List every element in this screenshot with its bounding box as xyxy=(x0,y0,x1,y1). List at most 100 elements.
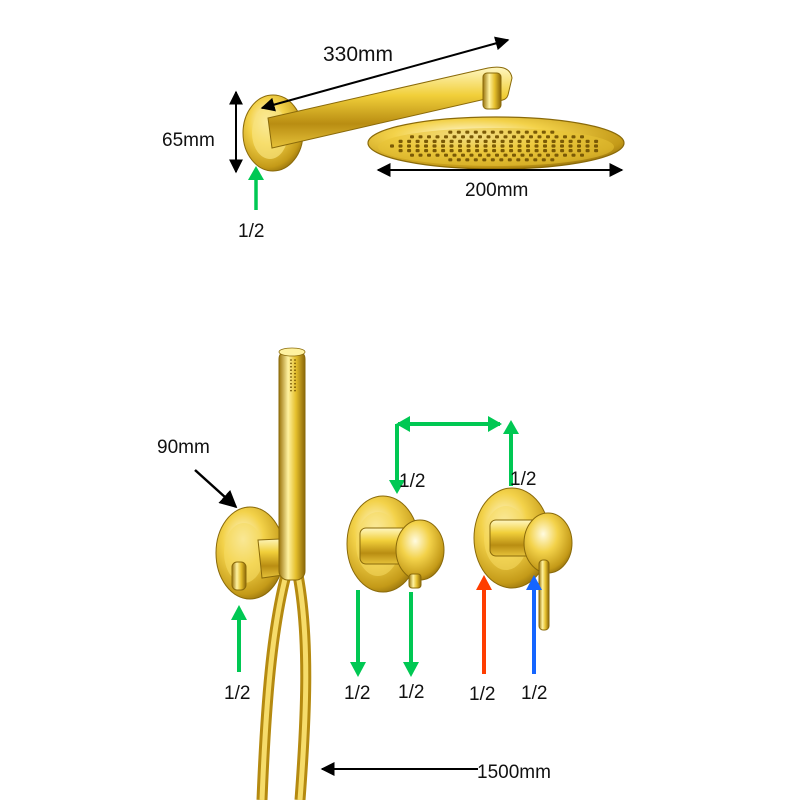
nozzle xyxy=(452,135,457,139)
nozzle xyxy=(543,139,548,143)
outlet-diameter-pointer xyxy=(194,469,238,509)
nozzle xyxy=(507,158,512,162)
nozzle xyxy=(551,149,556,153)
nozzle xyxy=(432,139,437,143)
nozzle xyxy=(534,139,539,143)
spray-hole xyxy=(294,389,296,392)
nozzle xyxy=(448,130,453,134)
mixer-valve xyxy=(473,487,573,631)
nozzle xyxy=(571,135,576,139)
nozzle xyxy=(500,149,505,153)
flange-height-label: 65mm xyxy=(162,130,215,151)
nozzle xyxy=(571,153,576,157)
outlet-diameter-label: 90mm xyxy=(157,437,210,458)
nozzle xyxy=(512,153,516,157)
nozzle xyxy=(449,139,454,143)
nozzle xyxy=(524,158,529,162)
nozzle xyxy=(550,130,555,134)
nozzle xyxy=(427,153,431,157)
shower-hose xyxy=(256,573,312,800)
nozzle xyxy=(568,149,573,153)
nozzle xyxy=(469,135,474,139)
nozzle xyxy=(516,158,521,162)
nozzle xyxy=(541,158,546,162)
nozzle xyxy=(415,144,420,148)
nozzle xyxy=(507,130,512,134)
handshower-inlet-arrow xyxy=(231,605,247,672)
nozzle xyxy=(594,144,598,148)
nozzle xyxy=(577,144,581,148)
nozzle xyxy=(585,139,590,143)
spray-hole xyxy=(290,386,292,389)
spray-hole xyxy=(290,365,292,368)
spray-hole xyxy=(290,379,292,382)
nozzle xyxy=(520,135,525,139)
nozzle xyxy=(407,144,411,148)
nozzle xyxy=(415,139,420,143)
nozzle xyxy=(486,135,491,139)
nozzle xyxy=(568,139,573,143)
nozzle xyxy=(550,158,555,162)
nozzle xyxy=(534,149,539,153)
nozzle xyxy=(529,153,533,157)
nozzle xyxy=(473,130,478,134)
spray-hole xyxy=(290,369,292,372)
spray-hole xyxy=(294,372,296,375)
arm-length-dimension xyxy=(260,36,510,112)
nozzle xyxy=(580,135,584,139)
nozzle xyxy=(432,144,437,148)
nozzle xyxy=(526,149,531,153)
nozzle xyxy=(509,139,514,143)
spray-hole xyxy=(290,376,292,378)
nozzle xyxy=(424,144,428,148)
nozzle xyxy=(475,144,479,148)
nozzle xyxy=(580,153,584,157)
nozzle xyxy=(449,144,454,148)
nozzle xyxy=(449,149,454,153)
spray-hole xyxy=(294,386,296,389)
hot-inlet-arrow xyxy=(476,575,492,674)
top-inlet-label: 1/2 xyxy=(238,221,265,242)
cold-inlet-arrow xyxy=(526,575,542,674)
spray-hole xyxy=(294,379,296,382)
nozzle xyxy=(466,149,471,153)
nozzle xyxy=(563,135,567,139)
nozzle xyxy=(563,153,567,157)
nozzle xyxy=(407,149,412,153)
diverter-valve xyxy=(346,495,445,593)
nozzle xyxy=(482,130,487,134)
nozzle xyxy=(465,130,470,134)
diverter-link-bracket xyxy=(389,416,519,494)
nozzle xyxy=(492,144,496,148)
diverter-out-right-label: 1/2 xyxy=(398,682,425,703)
spray-hole xyxy=(290,389,292,392)
nozzle xyxy=(461,153,465,157)
hand-shower-outlet xyxy=(215,506,305,600)
nozzle xyxy=(492,149,497,153)
nozzle xyxy=(533,158,538,162)
spray-hole xyxy=(290,362,292,365)
nozzle xyxy=(529,135,533,139)
diverter-knob xyxy=(395,519,445,581)
nozzle xyxy=(424,149,429,153)
nozzle xyxy=(520,153,525,157)
nozzle xyxy=(441,139,446,143)
diverter-outlet-left-arrow xyxy=(350,590,366,677)
nozzle xyxy=(554,135,559,139)
nozzle xyxy=(390,144,394,148)
nozzle xyxy=(483,149,488,153)
nozzle xyxy=(551,144,556,148)
nozzle xyxy=(448,158,453,162)
nozzle xyxy=(456,158,461,162)
nozzle xyxy=(517,144,522,148)
nozzle xyxy=(478,135,482,139)
nozzle xyxy=(534,144,539,148)
nozzle xyxy=(568,144,573,148)
nozzle xyxy=(483,144,488,148)
nozzle xyxy=(577,149,582,153)
arm-length-label: 330mm xyxy=(323,43,394,66)
nozzle xyxy=(483,139,488,143)
nozzle xyxy=(546,153,550,157)
nozzle xyxy=(441,144,445,148)
nozzle xyxy=(537,135,542,139)
